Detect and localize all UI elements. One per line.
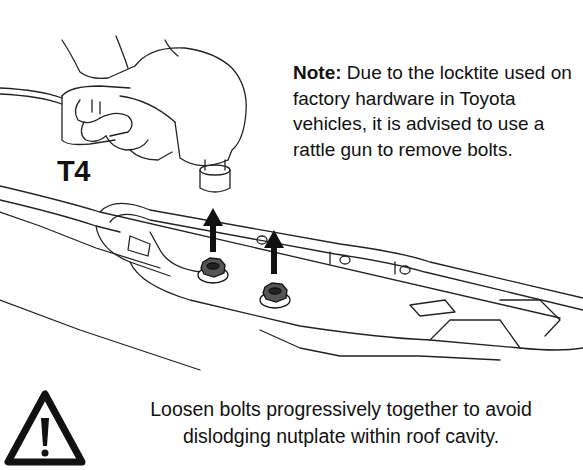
warning-text: Loosen bolts progressively together to a… [108, 396, 574, 450]
note: Note: Due to the locktite used on factor… [293, 60, 575, 162]
tool-label: T4 [57, 155, 90, 188]
note-heading: Note: [293, 62, 342, 83]
